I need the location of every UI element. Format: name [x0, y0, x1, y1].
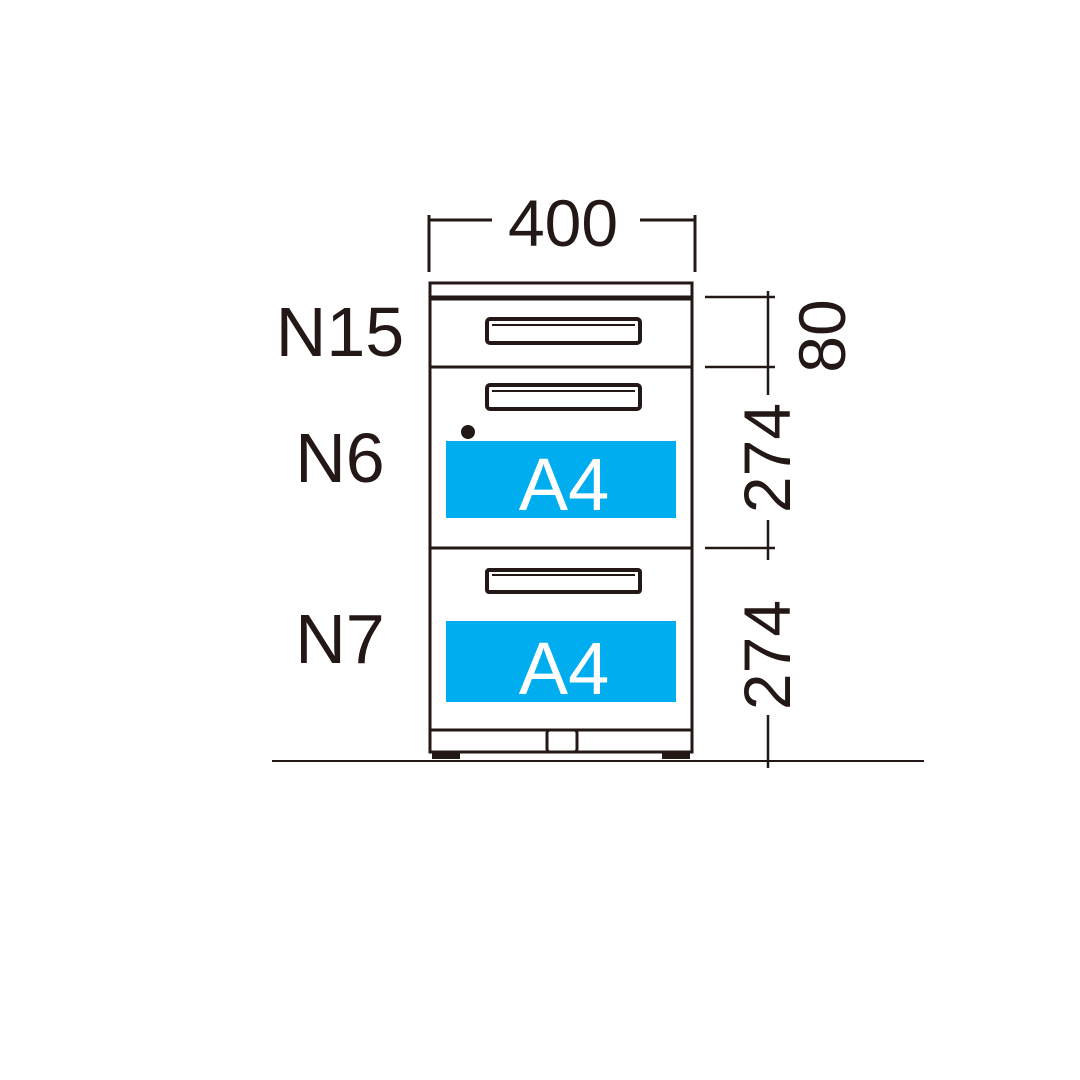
foot-left	[432, 751, 460, 759]
a4-label-n7: A4	[519, 627, 610, 710]
width-dimension	[427, 215, 697, 272]
width-value: 400	[508, 186, 618, 260]
drawer-handles	[485, 317, 642, 594]
foot-right	[662, 751, 690, 759]
a4-badge-n6	[446, 441, 676, 518]
height-bottom-value: 274	[730, 600, 804, 710]
cabinet-body	[428, 281, 694, 754]
height-middle-value: 274	[730, 403, 804, 513]
height-dimensions	[705, 291, 775, 768]
drawer-label-n7: N7	[295, 600, 384, 678]
height-top-value: 80	[785, 299, 859, 372]
drawer-label-n6: N6	[295, 419, 384, 497]
a4-badge-n7	[446, 621, 676, 702]
a4-label-n6: A4	[519, 443, 610, 526]
lock-icon	[461, 425, 475, 439]
drawer-label-n15: N15	[276, 293, 404, 371]
